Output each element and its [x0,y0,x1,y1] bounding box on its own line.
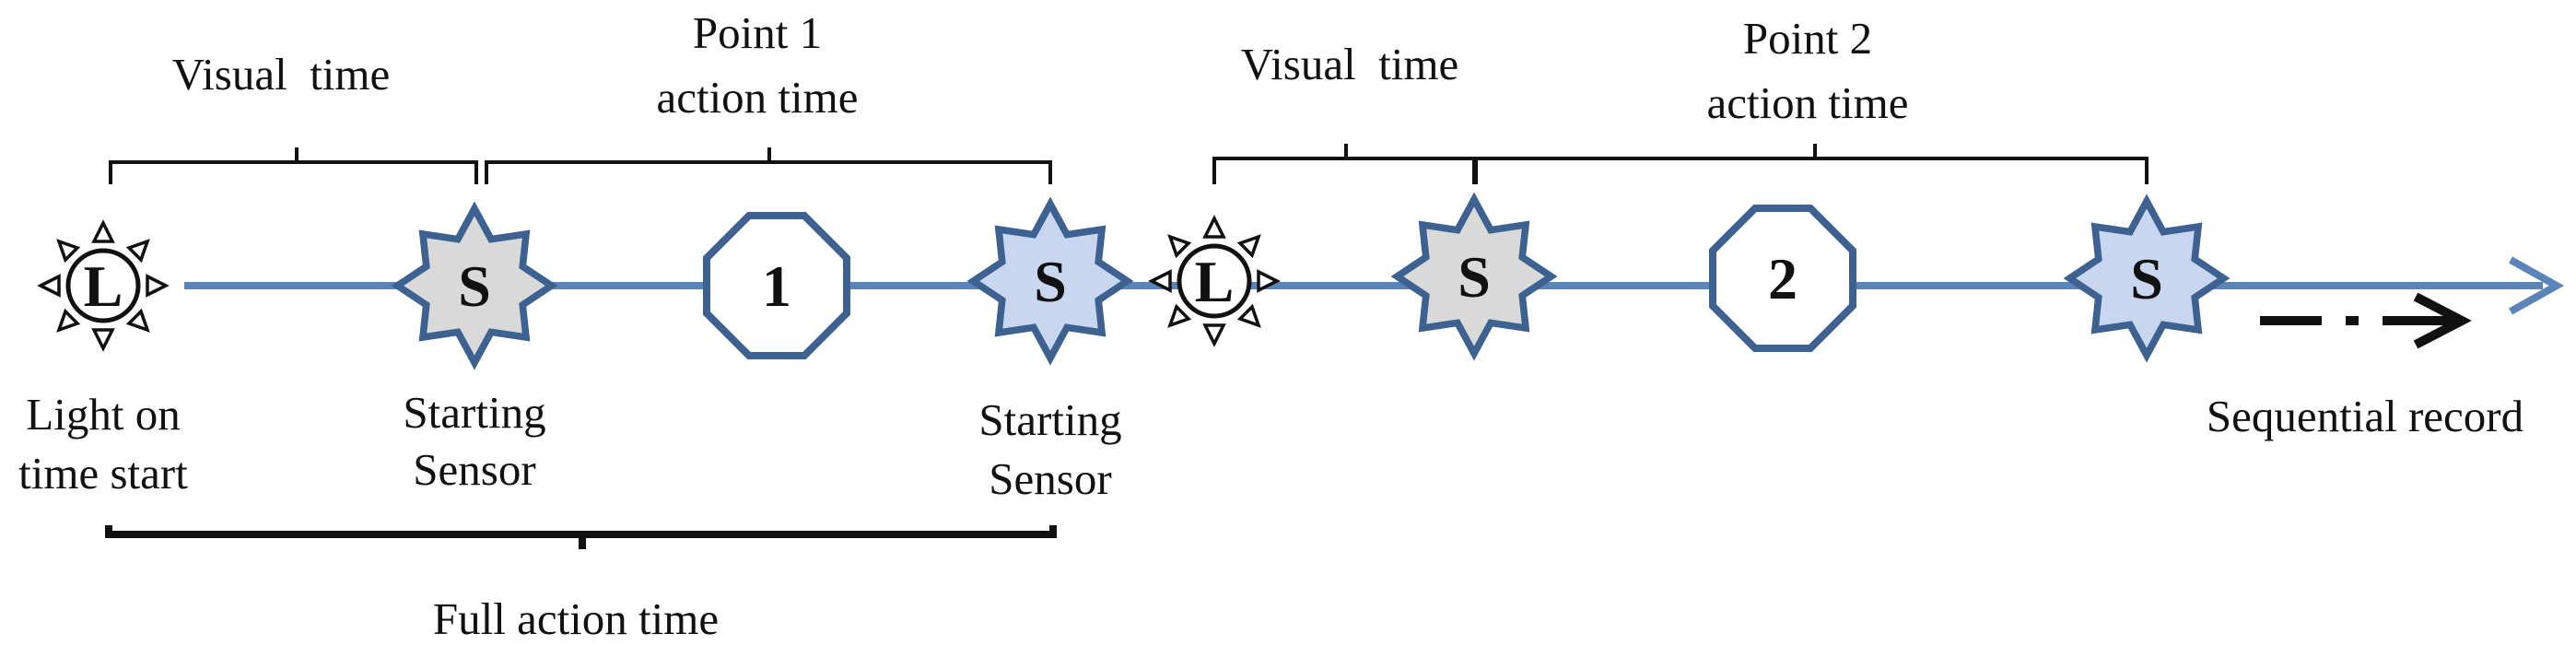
sun-light-icon: L [1148,215,1281,347]
visual-time-bracket-1 [109,147,478,184]
light-on-label-line1: Light on [26,389,180,440]
sequential-record-label: Sequential record [2207,391,2523,441]
starting-sensor-label-2-line1: Starting [978,394,1121,445]
star-sensor-icon: S [966,196,1134,366]
sun-light-icon: L [37,219,170,352]
full-action-time-bracket [105,525,1057,549]
point1-label-line1: Point 1 [693,7,822,58]
visual-time-bracket-2 [1212,144,1476,184]
star-sensor-icon: S [2063,194,2231,363]
sensor-letter: S [1034,249,1067,314]
starting-sensor-label-1-line1: Starting [403,387,545,438]
sensor-letter: S [458,253,491,319]
point2-action-time-bracket [1474,144,2149,184]
arrow-right-icon [2260,292,2472,349]
star-sensor-icon: S [391,201,558,370]
point2-label-line2: action time [1706,77,1908,128]
octagon-point-icon: 1 [703,212,850,359]
point1-action-time-bracket [485,147,1052,184]
sensor-letter: S [2130,246,2163,311]
starting-sensor-label-2-line2: Sensor [989,453,1111,504]
point2-label-line1: Point 2 [1743,13,1872,64]
octagon-point-icon: 2 [1709,205,1856,352]
full-action-time-label: Full action time [433,593,719,644]
light-on-label-line2: time start [18,448,188,499]
point-number: 1 [762,253,791,319]
point-number: 2 [1768,246,1797,311]
point1-label-line2: action time [656,72,858,123]
light-letter: L [84,253,123,319]
visual-time-label-1: Visual time [172,49,391,100]
sensor-letter: S [1458,244,1491,310]
light-letter: L [1195,249,1235,314]
visual-time-label-2: Visual time [1241,39,1459,89]
star-sensor-icon: S [1390,192,1558,361]
starting-sensor-label-1-line2: Sensor [413,444,535,495]
